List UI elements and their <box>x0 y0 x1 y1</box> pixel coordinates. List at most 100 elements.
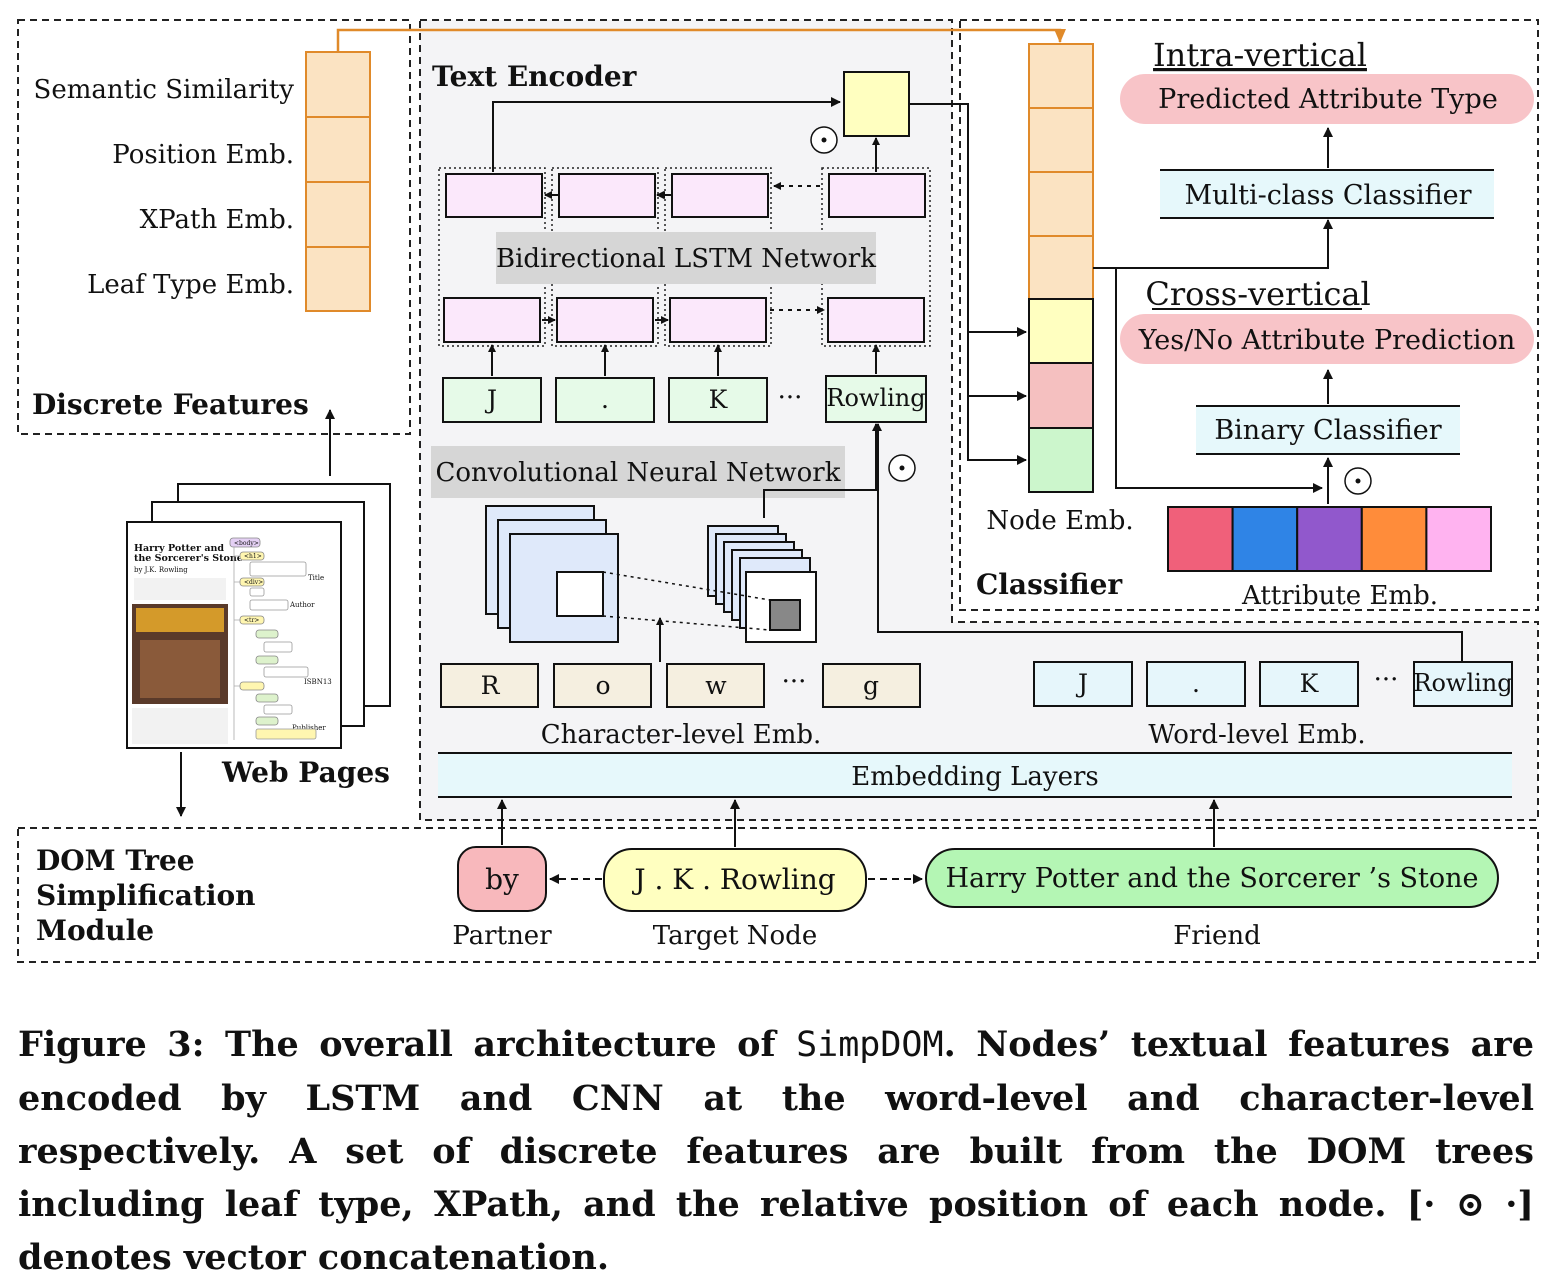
caption-model-name: SimpDOM <box>796 1025 944 1065</box>
dom-title-line1: DOM Tree <box>36 844 195 877</box>
discrete-features: Semantic Similarity Position Emb. XPath … <box>32 51 371 421</box>
feature-label-position: Position Emb. <box>112 140 294 170</box>
dom-module-box <box>17 827 1539 963</box>
char-emb-row <box>440 663 921 708</box>
binary-box <box>1196 406 1460 454</box>
yesno-label: Yes/No Attribute Prediction <box>1138 325 1515 356</box>
attr-emb-cell-1 <box>1167 506 1234 572</box>
binary-label: Binary Classifier <box>1214 415 1441 446</box>
char-token-2: o <box>595 671 610 700</box>
target-node <box>603 848 867 912</box>
lstm-label-band <box>496 232 876 284</box>
lstm-label: Bidirectional LSTM Network <box>496 244 876 274</box>
word-token-box-2 <box>555 377 655 423</box>
book-details-table <box>132 708 228 744</box>
encoder-to-node-arrows <box>909 103 1027 465</box>
embedding-layers-label: Embedding Layers <box>851 762 1099 792</box>
dom-title-line3: Module <box>36 914 154 947</box>
dom-label-isbn: ISBN13 <box>304 678 332 686</box>
attr-emb-cell-3 <box>1296 506 1363 572</box>
dom-node-isbn <box>263 641 293 653</box>
word-emb-box-1 <box>1033 661 1133 707</box>
feature-label-leaftype: Leaf Type Emb. <box>87 270 294 300</box>
dom-tag-h1-text: <h1> <box>244 553 262 560</box>
lstm-f-cell-4 <box>827 297 925 343</box>
partner-text: by <box>485 863 519 896</box>
dom-tag-td4 <box>255 716 279 726</box>
dom-node-title <box>249 561 307 577</box>
dom-node-author <box>249 599 289 611</box>
dom-node-publisher <box>263 704 293 715</box>
word-emb-token-1: J <box>1075 669 1088 698</box>
concat-dot-lstm <box>821 137 827 143</box>
word-token-3: K <box>709 385 729 414</box>
dom-tag-tr2 <box>239 681 265 691</box>
feature-cell-xpath <box>305 181 371 248</box>
target-text: J . K . Rowling <box>631 863 835 896</box>
concat-dot-cnn <box>899 465 905 471</box>
char-token-3: w <box>705 671 727 700</box>
word-token-2: . <box>601 385 609 414</box>
word-emb-box-3 <box>1259 661 1359 707</box>
dom-label-publisher: Publisher <box>292 724 326 732</box>
lstm-b-cell-1 <box>445 173 543 218</box>
feature-cell-leaftype <box>305 246 371 312</box>
word-token-1: J <box>484 385 497 414</box>
multiclass-box <box>1160 170 1494 218</box>
book-description <box>134 578 226 600</box>
cnn-output-maps <box>707 525 817 643</box>
node-embedding <box>1028 43 1094 493</box>
dom-tree-lines <box>233 547 240 740</box>
target-label: Target Node <box>653 921 817 951</box>
partner-label: Partner <box>452 921 552 951</box>
cnn-kernel-lines <box>602 571 771 631</box>
figure-caption: Figure 3: The overall architecture of Si… <box>18 1018 1534 1284</box>
caption-rest: . Nodes’ textual features are encoded by… <box>18 1024 1535 1278</box>
char-emb-box-4 <box>822 663 921 708</box>
char-token-4: g <box>863 671 879 700</box>
discrete-features-box <box>17 19 411 435</box>
dom-tag-body-text: <body> <box>234 540 259 547</box>
book-title-line2: the Sorcerer's Stone <box>134 553 243 564</box>
partner-node <box>457 846 547 912</box>
book-cover-title-art <box>136 608 224 632</box>
char-emb-box-1 <box>440 663 539 708</box>
char-emb-label: Character-level Emb. <box>541 720 822 750</box>
web-pages: Harry Potter and the Sorcerer's Stone by… <box>126 483 391 789</box>
dom-tag-td1 <box>255 629 279 639</box>
attribute-embedding <box>1167 506 1493 572</box>
yesno-pill <box>1120 314 1534 364</box>
dom-title-line2: Simplification <box>36 879 256 912</box>
word-emb-token-2: . <box>1192 669 1200 698</box>
lstm-b-cell-3 <box>671 173 769 218</box>
word-emb-box-2 <box>1146 661 1246 707</box>
char-token-1: R <box>481 671 501 700</box>
dom-tag-body <box>229 537 261 548</box>
predicted-type-label: Predicted Attribute Type <box>1158 84 1498 115</box>
predicted-type-pill <box>1120 74 1534 124</box>
cnn-label: Convolutional Neural Network <box>435 458 840 488</box>
multiclass-label: Multi-class Classifier <box>1184 180 1471 211</box>
text-encoder-border <box>419 19 1539 821</box>
feature-label-xpath: XPath Emb. <box>140 205 294 235</box>
node-to-classifier-arrows <box>1093 127 1333 504</box>
classifier-box <box>959 19 1539 611</box>
dom-node-publisher-value <box>255 728 317 740</box>
discrete-features-title: Discrete Features <box>32 388 309 421</box>
cnn-to-token-arrow <box>763 423 880 518</box>
cnn-input-maps <box>485 505 619 643</box>
lstm-forward-row <box>443 297 925 343</box>
classifier-title: Classifier <box>976 568 1123 601</box>
caption-prefix: Figure 3: The overall architecture of <box>18 1024 797 1065</box>
word-emb-box-4 <box>1413 661 1513 707</box>
friend-text: Harry Potter and the Sorcerer ’s Stone <box>945 863 1478 894</box>
architecture-diagram: Semantic Similarity Position Emb. XPath … <box>17 19 1539 963</box>
lstm-f-cell-1 <box>443 297 541 343</box>
concat-dot-attr <box>1355 478 1361 484</box>
wordemb-to-token-arrow <box>874 423 1463 662</box>
char-emb-box-2 <box>553 663 652 708</box>
book-title-line1: Harry Potter and <box>134 543 224 554</box>
cross-vertical-label: Cross-vertical <box>1145 275 1370 313</box>
word-token-box-1 <box>442 377 542 423</box>
word-emb-row <box>1033 661 1513 707</box>
